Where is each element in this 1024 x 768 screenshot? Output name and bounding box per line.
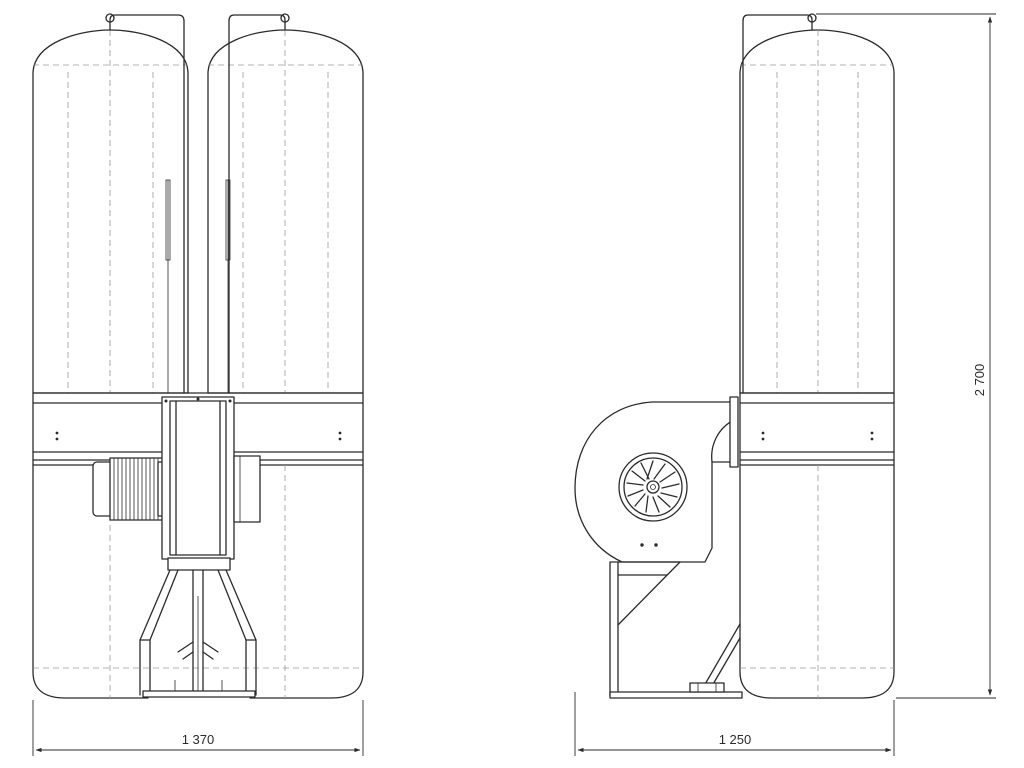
- fan-housing-front: [161, 396, 261, 571]
- motor: [92, 457, 169, 521]
- fan-impeller: [618, 452, 688, 522]
- width-front-label: 1 370: [182, 732, 215, 747]
- side-view: 1 250 2 700: [574, 13, 996, 756]
- dimension-height: 2 700: [816, 13, 996, 699]
- front-view: 1 370: [32, 13, 364, 756]
- right-filter-bag: [207, 29, 364, 394]
- width-side-label: 1 250: [719, 732, 752, 747]
- left-filter-bag: [32, 29, 189, 394]
- hanging-rods: [105, 13, 290, 394]
- dimension-width-side: 1 250: [574, 692, 895, 756]
- stand-side: [609, 561, 743, 699]
- side-collection-bag: [739, 464, 895, 699]
- height-label: 2 700: [972, 364, 987, 397]
- stand-front: [139, 569, 257, 698]
- side-filter-bag: [739, 13, 895, 394]
- dimension-width-front: 1 370: [32, 700, 364, 756]
- side-mounting-frame: [739, 392, 895, 466]
